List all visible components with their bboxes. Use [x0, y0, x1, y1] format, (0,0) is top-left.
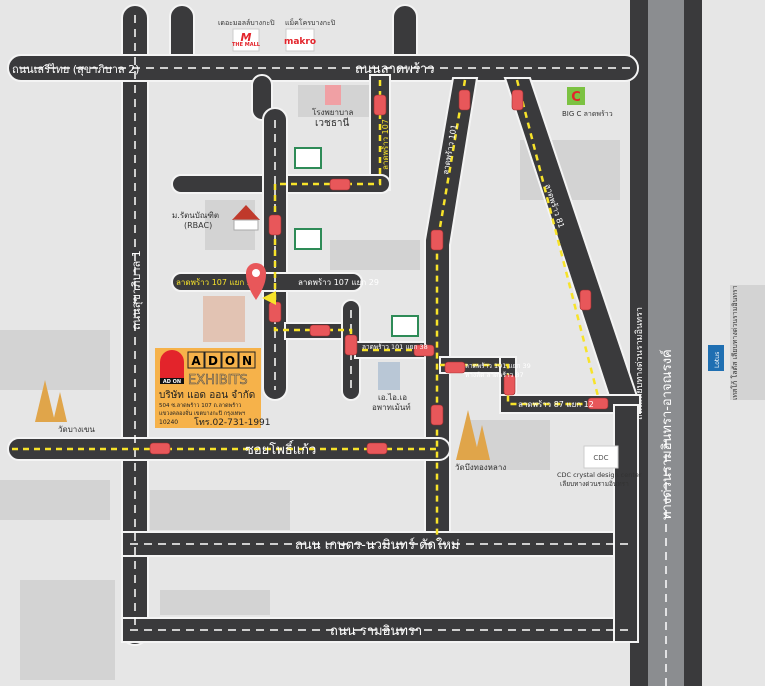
expressway-label: ทางด่วนรามอินทรา-อาจณรงค์ [659, 349, 675, 520]
wat-bangkhen-label: วัดบางเขน [58, 425, 95, 434]
bigc-label: BIG C ลาดพร้าว [562, 110, 613, 118]
hospital-label-1: โรงพยาบาล [312, 107, 354, 117]
seven-eleven-icons [294, 147, 419, 337]
bigc-landmark: C BIG C ลาดพร้าว [562, 87, 613, 118]
hospital-label-2: เวชธานี [315, 117, 350, 129]
soi101-38-label: ลาดพร้าว 101 แยก 38 [362, 343, 428, 351]
temple-icon [35, 380, 55, 422]
letter-d: D [208, 354, 218, 368]
soi29-label: ลาดพร้าว 107 แยก 29 [298, 278, 379, 287]
sukhaphiban1-label: ถนนสุขาภิบาล 1 [130, 250, 143, 330]
makro-landmark: แม็คโครบางกะปิ makro [284, 18, 336, 52]
university-icon [232, 205, 260, 220]
letter-n: N [242, 354, 252, 368]
cdc-label-2: เลียบทางด่วนรามอินทรา [560, 480, 629, 488]
frontage-road-label: ถนนเลียบทางด่วนรามอินทรา [634, 307, 645, 420]
bigc-c-icon: C [571, 90, 581, 105]
soi87-12-label: ลาดพร้าว 87 แยก 12 [518, 400, 594, 409]
rbac-label-2: (RBAC) [184, 221, 212, 230]
temple-icon [456, 410, 480, 460]
apartment-icon [378, 362, 400, 390]
lotus-landmark: Lotus เทสโก้ โลตัส เลียบทางด่วนรามอินทรา [708, 285, 739, 400]
company-zip: 10240 [159, 419, 178, 426]
company-name: บริษัท แอด ออน จำกัด [159, 390, 255, 401]
location-pin-icon [246, 263, 266, 300]
kaset-label: ถนน เกษตร-นวมินทร์ ตัดใหม่ [295, 537, 459, 553]
ramintra-label: ถนน รามอินทรา [330, 624, 422, 639]
company-phone: โทร.02-731-1991 [194, 417, 271, 428]
the-mall-label: เดอะมอลล์บางกะปิ [218, 19, 275, 27]
rbac-label-1: ม.รัตนบัณฑิต [172, 211, 219, 220]
apartment-landmark: เอ.ไอ.เอ อพาทเม้นท์ [372, 362, 411, 412]
adon-logo-text: AD ON [163, 379, 181, 385]
apartment-label-1: เอ.ไอ.เอ [378, 393, 407, 402]
latphrao107-label: ลาดพร้าว 107 [381, 119, 390, 170]
exhibits-text: EXHIBITS [188, 373, 248, 388]
makro-logo: makro [284, 37, 316, 47]
hospital-icon [325, 85, 341, 105]
destination-pin [203, 263, 276, 342]
cdc-label-1: CDC crystal design center [557, 471, 642, 479]
phokaew-label: ซอยโพธิ์แก้ว [245, 440, 316, 458]
adon-logo-icon [160, 350, 184, 378]
lotus-logo: Lotus [714, 352, 721, 368]
cdc-logo: CDC [593, 454, 608, 462]
office-building-icon [203, 296, 245, 342]
soi36-label: ลาดพร้าว 107 แยก 36 [176, 278, 257, 287]
serithai-road-label: ถนนเสรีไทย (สุขาภิบาล 2) [12, 63, 139, 76]
arrow-icon [262, 291, 276, 305]
lotus-label: เทสโก้ โลตัส เลียบทางด่วนรามอินทรา [730, 285, 739, 400]
the-mall-landmark: เดอะมอลล์บางกะปิ THE MALL M [218, 19, 275, 52]
makro-label: แม็คโครบางกะปิ [285, 18, 336, 27]
rbac-landmark: ม.รัตนบัณฑิต (RBAC) [172, 205, 260, 231]
the-mall-logo: THE MALL [232, 42, 261, 48]
company-address-2: แขวงคลองจั่น เขตบางกะปิ กรุงเทพฯ [159, 409, 245, 417]
cdc-landmark: CDC CDC crystal design center เลียบทางด่… [557, 445, 642, 488]
soi87-link-label: ทางลัด ลาดพร้าว 87 [465, 371, 524, 379]
apartment-label-2: อพาทเม้นท์ [372, 402, 411, 412]
adon-letters: A D O N [187, 351, 256, 369]
letter-a: A [191, 354, 201, 368]
letter-o: O [225, 354, 235, 368]
lane-markings [20, 15, 630, 631]
wat-bangkhen: วัดบางเขน [35, 380, 95, 434]
bigc-logo [567, 87, 585, 105]
wat-bueng: วัดบึงทองหลาง [455, 410, 506, 472]
latphrao-road-label: ถนนลาดพร้าว [355, 62, 435, 77]
soi101-39-label: ลาดพร้าว 101 แยก 39 [465, 362, 531, 370]
hospital-landmark: โรงพยาบาล เวชธานี [312, 85, 354, 129]
wat-bueng-label: วัดบึงทองหลาง [455, 463, 506, 472]
company-card: AD ON A D O N EXHIBITS บริษัท แอด ออน จำ… [155, 348, 271, 428]
cars [149, 89, 609, 455]
roads [7, 4, 642, 646]
expressway: ทางด่วนรามอินทรา-อาจณรงค์ ถนนเลียบทางด่ว… [630, 0, 702, 686]
the-mall-m-icon: M [241, 31, 252, 44]
company-address-1: 504 ซ.ลาดพร้าว 107 ถ.ลาดพร้าว [159, 402, 241, 409]
